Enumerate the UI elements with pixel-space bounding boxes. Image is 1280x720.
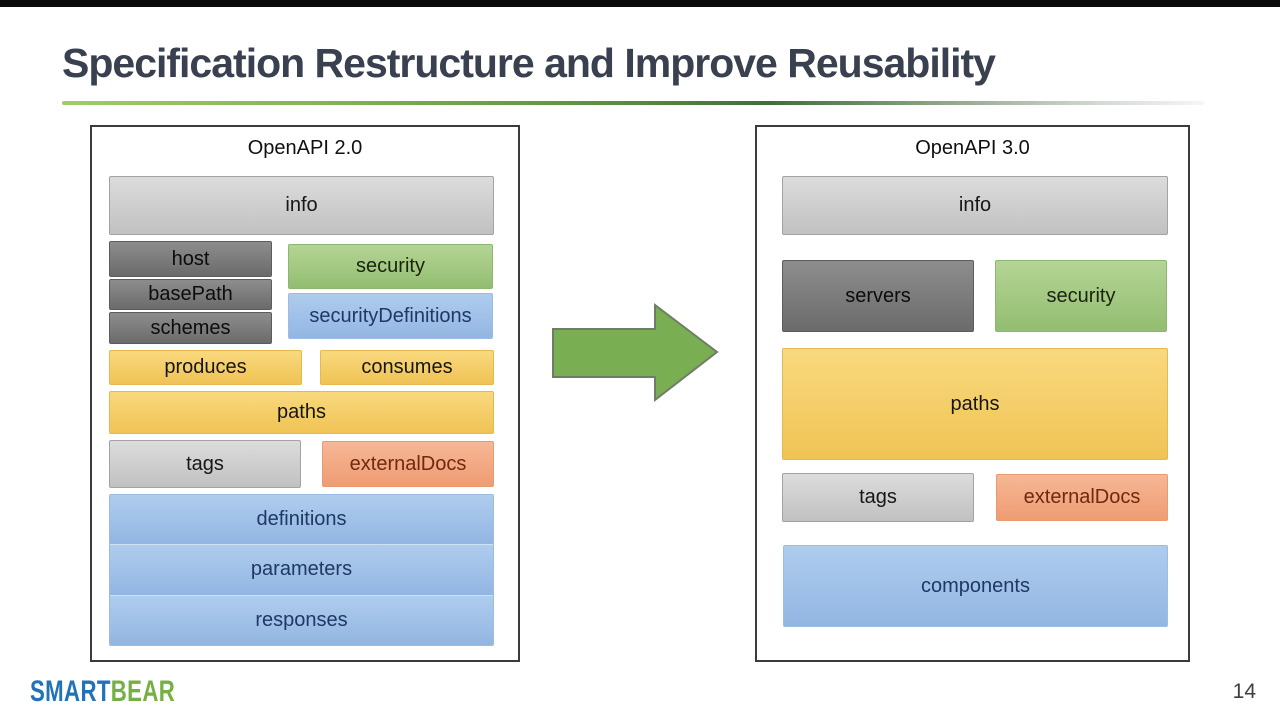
openapi2-block-tags: tags (109, 440, 301, 488)
openapi2-block-externaldocs: externalDocs (322, 441, 494, 487)
openapi2-block-definitions: definitions (110, 495, 493, 545)
openapi2-title: OpenAPI 2.0 (247, 137, 363, 159)
openapi3-block-security: security (995, 260, 1167, 332)
openapi2-block-host: host (109, 241, 272, 277)
openapi2-block-security: security (288, 244, 493, 289)
openapi2-block-parameters: parameters (110, 544, 493, 595)
openapi2-block-schemes: schemes (109, 312, 272, 344)
right-arrow-icon (552, 302, 719, 403)
openapi3-block-tags: tags (782, 473, 974, 522)
openapi2-block-consumes: consumes (320, 350, 494, 385)
openapi2-panel: OpenAPI 2.0 info host basePath schemes s… (90, 125, 520, 662)
top-letterbox-bar (0, 0, 1280, 7)
openapi3-title: OpenAPI 3.0 (915, 137, 1030, 159)
slide-title: Specification Restructure and Improve Re… (62, 40, 996, 86)
smartbear-logo-smart: SMART (30, 675, 111, 708)
openapi2-block-responses: responses (110, 594, 493, 645)
openapi3-block-components: components (783, 545, 1168, 627)
openapi3-block-info: info (782, 176, 1168, 235)
openapi2-block-info: info (109, 176, 494, 235)
openapi2-block-produces: produces (109, 350, 302, 385)
openapi3-block-servers: servers (782, 260, 974, 332)
openapi2-block-basepath: basePath (109, 279, 272, 310)
openapi2-reusable-stack: definitions parameters responses (109, 494, 494, 646)
openapi3-block-paths: paths (782, 348, 1168, 460)
smartbear-logo-bear: BEAR (110, 675, 176, 708)
openapi3-block-externaldocs: externalDocs (996, 474, 1168, 521)
smartbear-logo: SMARTBEAR (30, 675, 175, 709)
openapi3-panel: OpenAPI 3.0 info servers security paths … (755, 125, 1190, 662)
page-number: 14 (1232, 680, 1256, 703)
openapi2-block-securitydefinitions: securityDefinitions (288, 293, 493, 339)
title-underline (62, 101, 1204, 105)
openapi2-block-paths: paths (109, 391, 494, 434)
